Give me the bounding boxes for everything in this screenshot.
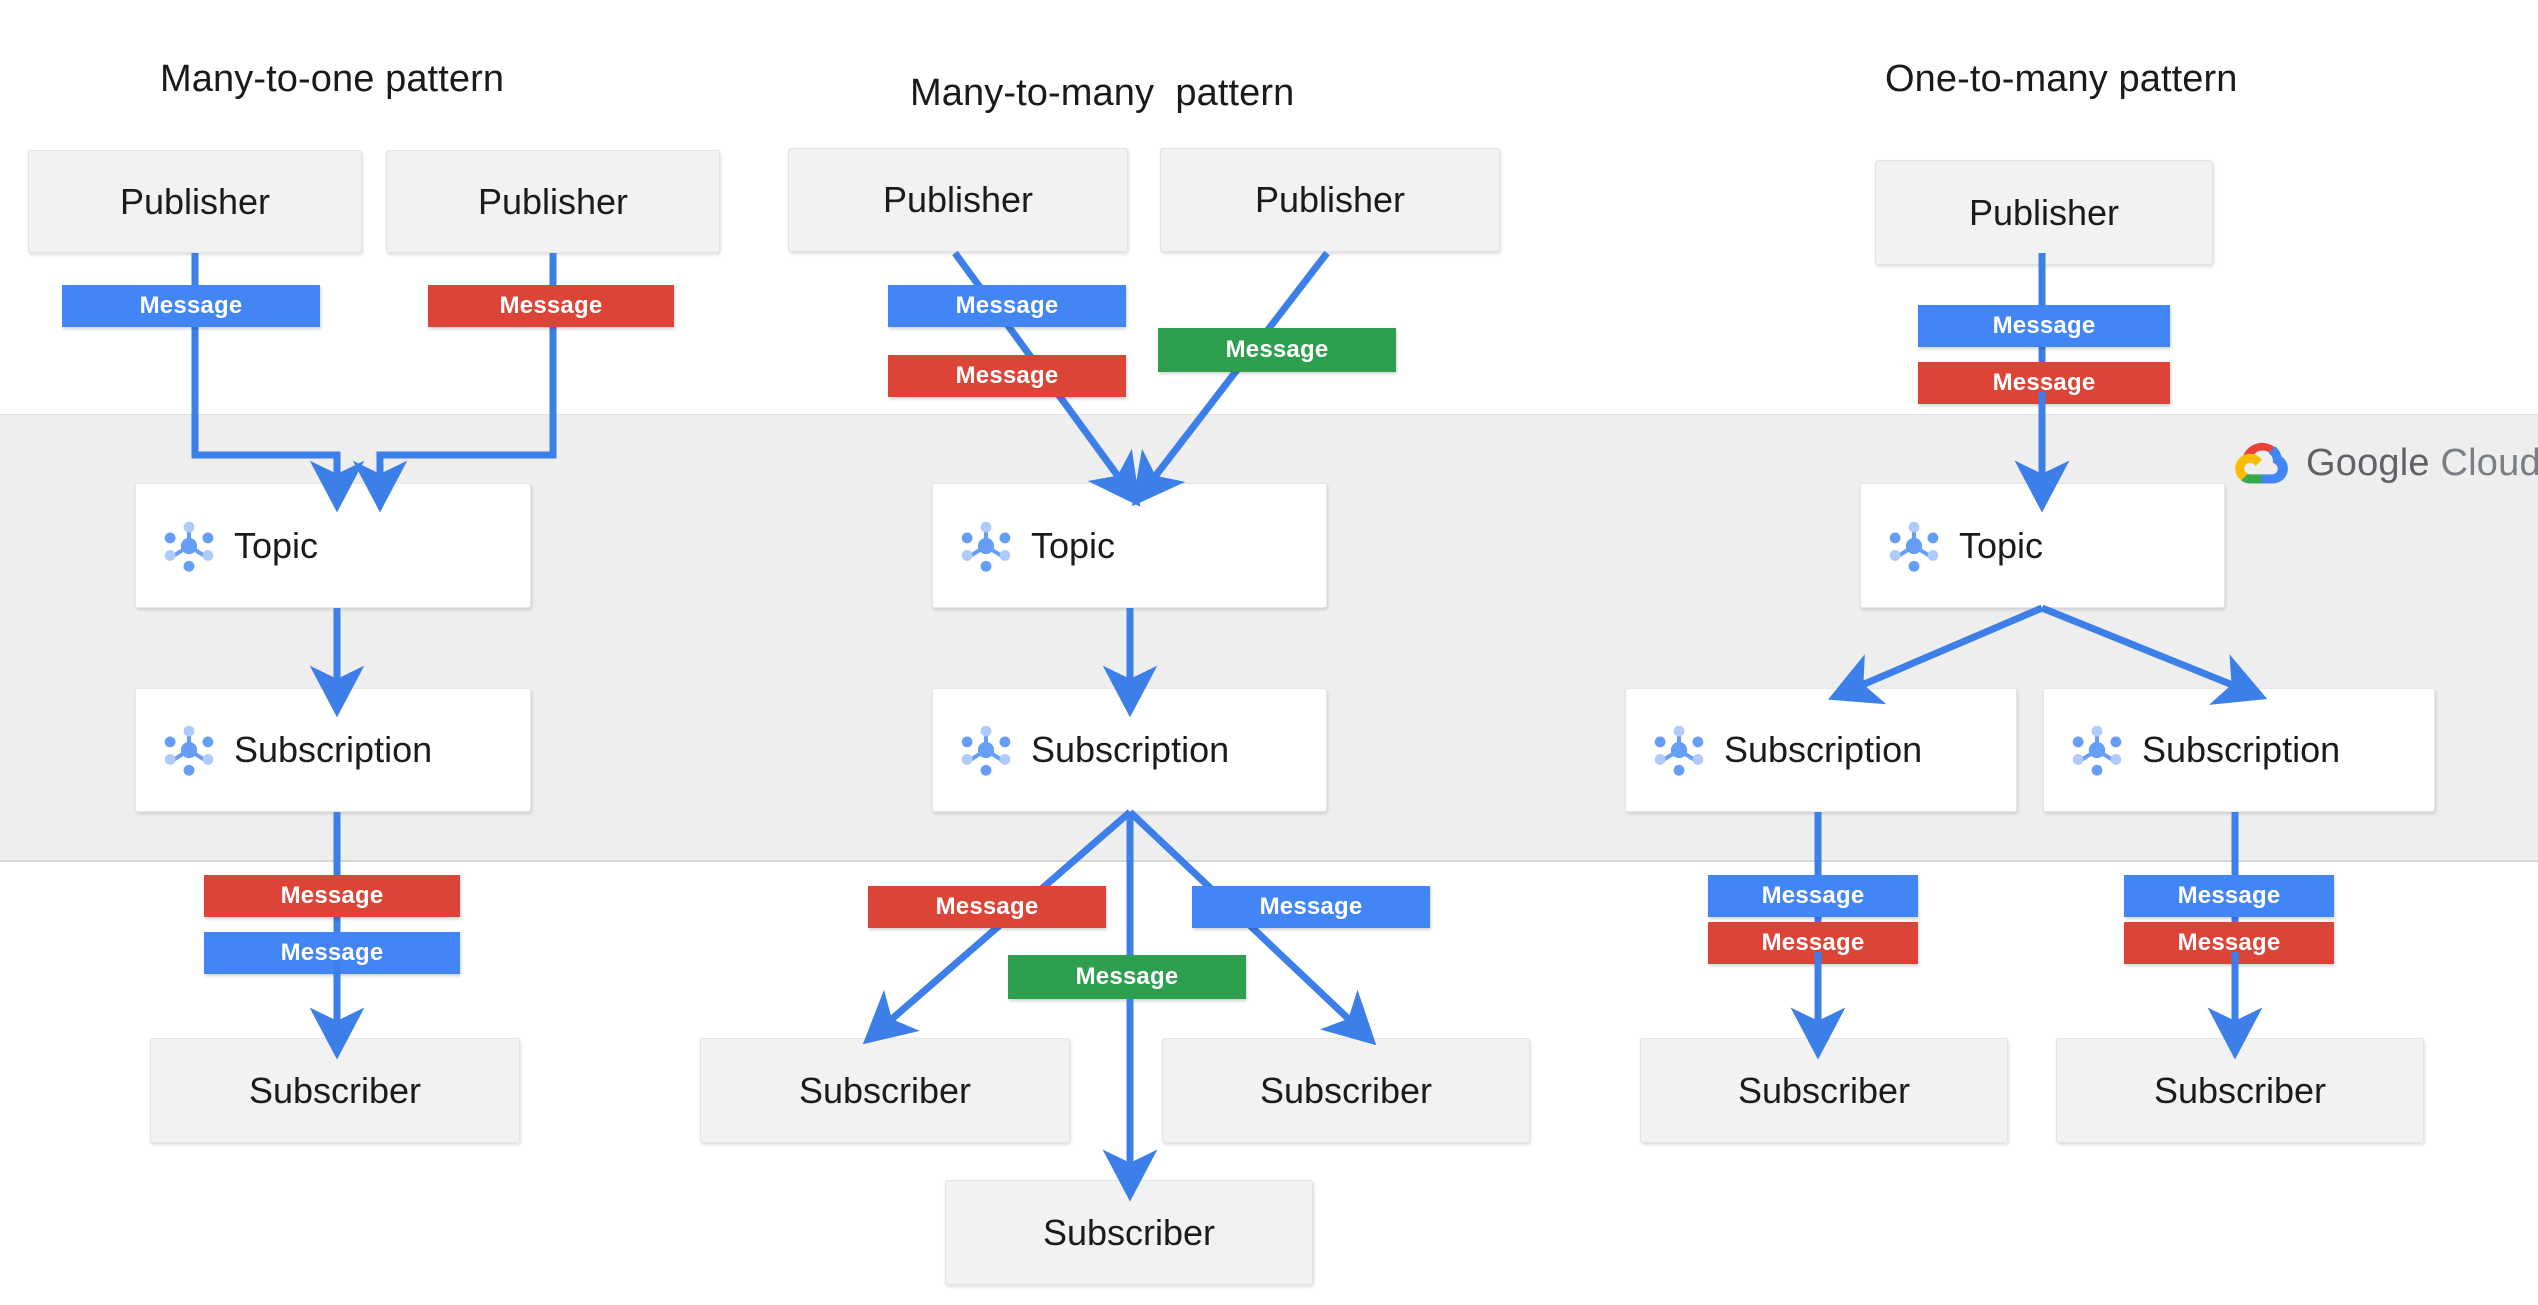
- message-label: Message: [955, 292, 1059, 319]
- subscription-box-2[interactable]: Subscription: [932, 688, 1327, 812]
- publisher-label: Publisher: [1254, 179, 1406, 220]
- subscription-box-4[interactable]: Subscription: [2043, 688, 2435, 812]
- pubsub-topic-icon: [164, 521, 214, 572]
- pattern-title-one-to-many: One-to-many pattern: [1885, 58, 2238, 100]
- message-label: Message: [1075, 963, 1179, 990]
- message-label: Message: [1992, 312, 2096, 339]
- publisher-label: Publisher: [477, 180, 629, 222]
- message-chip-red-c2-publish[interactable]: Message: [888, 355, 1126, 397]
- message-chip-red-c3-deliver-right[interactable]: Message: [2124, 922, 2334, 964]
- topic-label: Topic: [1959, 524, 2044, 566]
- pubsub-subscription-icon: [1654, 725, 1704, 776]
- subscriber-box-1[interactable]: Subscriber: [150, 1038, 520, 1143]
- message-label: Message: [280, 939, 384, 966]
- subscriber-label: Subscriber: [1042, 1211, 1216, 1253]
- publisher-label: Publisher: [882, 179, 1034, 220]
- subscriber-box-6[interactable]: Subscriber: [2056, 1038, 2424, 1143]
- message-chip-green-c2-publish[interactable]: Message: [1158, 328, 1396, 372]
- subscriber-label: Subscriber: [248, 1069, 422, 1111]
- pubsub-subscription-icon: [2072, 725, 2122, 776]
- subscriber-label: Subscriber: [1259, 1069, 1433, 1111]
- subscriber-label: Subscriber: [798, 1069, 972, 1111]
- subscription-box-3[interactable]: Subscription: [1625, 688, 2017, 812]
- subscriber-box-2[interactable]: Subscriber: [700, 1038, 1070, 1143]
- message-label: Message: [1259, 893, 1363, 920]
- message-chip-blue-c1-deliver[interactable]: Message: [204, 932, 460, 974]
- subscriber-label: Subscriber: [2153, 1069, 2327, 1111]
- message-chip-red-c3-deliver-left[interactable]: Message: [1708, 922, 1918, 964]
- topic-box-2[interactable]: Topic: [932, 483, 1327, 608]
- google-cloud-mark-icon: [2235, 442, 2288, 484]
- message-label: Message: [935, 893, 1039, 920]
- publisher-box-5[interactable]: Publisher: [1875, 160, 2213, 265]
- message-chip-blue-c3-deliver-right[interactable]: Message: [2124, 875, 2334, 917]
- topic-box-1[interactable]: Topic: [135, 483, 531, 608]
- message-label: Message: [955, 362, 1059, 389]
- cloud-word: Cloud: [2429, 441, 2538, 484]
- google-word: Google: [2306, 441, 2430, 484]
- message-chip-red-c2-deliver[interactable]: Message: [868, 886, 1106, 928]
- subscriber-box-5[interactable]: Subscriber: [1640, 1038, 2008, 1143]
- publisher-box-2[interactable]: Publisher: [386, 150, 720, 253]
- subscription-label: Subscription: [1724, 729, 1923, 770]
- pubsub-subscription-icon: [961, 725, 1011, 776]
- pubsub-subscription-icon: [164, 725, 214, 776]
- subscription-box-1[interactable]: Subscription: [135, 688, 531, 812]
- message-label: Message: [499, 292, 603, 319]
- pattern-title-many-to-one: Many-to-one pattern: [160, 58, 505, 100]
- message-chip-blue-c2-deliver[interactable]: Message: [1192, 886, 1430, 928]
- message-label: Message: [1761, 929, 1865, 956]
- message-label: Message: [280, 882, 384, 909]
- publisher-box-1[interactable]: Publisher: [28, 150, 362, 253]
- publisher-label: Publisher: [1968, 191, 2120, 233]
- message-chip-blue-c1-publish[interactable]: Message: [62, 285, 320, 327]
- google-cloud-wordmark: Google Cloud: [2306, 442, 2538, 485]
- topic-label: Topic: [1031, 524, 1116, 566]
- message-label: Message: [139, 292, 243, 319]
- message-chip-red-c1-deliver[interactable]: Message: [204, 875, 460, 917]
- subscriber-box-3[interactable]: Subscriber: [1162, 1038, 1530, 1143]
- publisher-box-4[interactable]: Publisher: [1160, 148, 1500, 252]
- message-label: Message: [1992, 369, 2096, 396]
- google-cloud-logo: Google Cloud: [2234, 440, 2538, 486]
- pubsub-topic-icon: [961, 521, 1011, 572]
- publisher-box-3[interactable]: Publisher: [788, 148, 1128, 252]
- topic-label: Topic: [234, 524, 319, 566]
- message-label: Message: [1761, 882, 1865, 909]
- message-chip-red-c3-publish[interactable]: Message: [1918, 362, 2170, 404]
- subscriber-label: Subscriber: [1737, 1069, 1911, 1111]
- subscription-label: Subscription: [234, 729, 433, 770]
- pattern-title-many-to-many: Many-to-many pattern: [910, 72, 1295, 114]
- message-label: Message: [2177, 882, 2281, 909]
- pubsub-topic-icon: [1889, 521, 1939, 572]
- topic-box-3[interactable]: Topic: [1860, 483, 2225, 608]
- subscription-label: Subscription: [2142, 729, 2341, 770]
- message-label: Message: [2177, 929, 2281, 956]
- message-chip-blue-c2-publish[interactable]: Message: [888, 285, 1126, 327]
- message-chip-blue-c3-publish[interactable]: Message: [1918, 305, 2170, 347]
- message-chip-red-c1-publish[interactable]: Message: [428, 285, 674, 327]
- message-chip-blue-c3-deliver-left[interactable]: Message: [1708, 875, 1918, 917]
- publisher-label: Publisher: [119, 180, 271, 222]
- message-label: Message: [1225, 336, 1329, 363]
- subscription-label: Subscription: [1031, 729, 1230, 770]
- subscriber-box-4[interactable]: Subscriber: [945, 1180, 1313, 1285]
- message-chip-green-c2-deliver[interactable]: Message: [1008, 955, 1246, 999]
